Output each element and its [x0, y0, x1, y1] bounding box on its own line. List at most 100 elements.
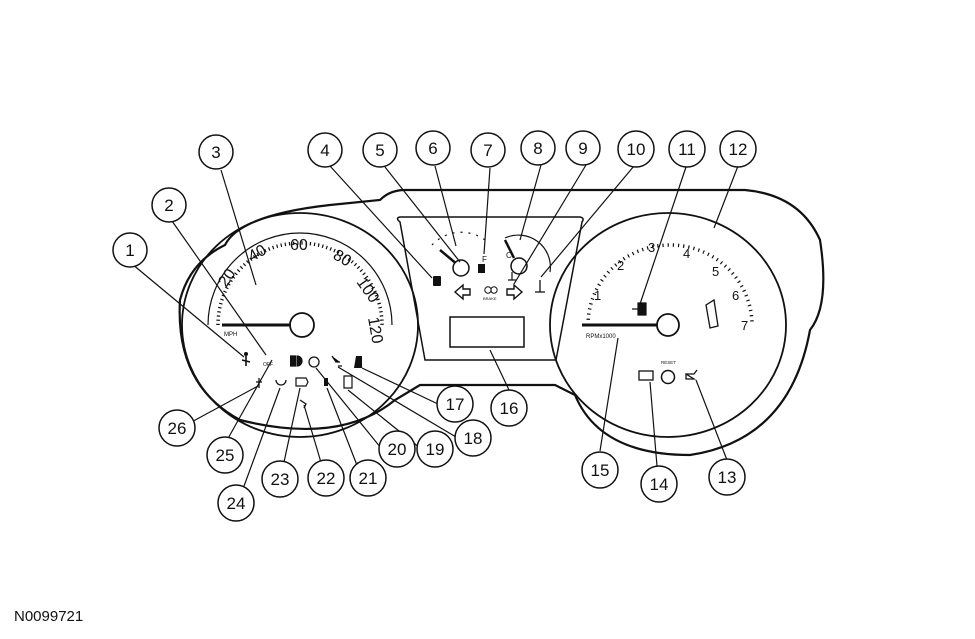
callout-26: 26: [158, 409, 196, 447]
low-fuel-warning-icon: [632, 302, 647, 316]
left-warning-row-1: OFF: [241, 352, 362, 368]
svg-text:25: 25: [216, 446, 235, 465]
callout-2: 2: [151, 187, 187, 223]
tach-tick-3: 3: [648, 240, 655, 255]
safety-belt-passenger-icon: [343, 375, 353, 389]
svg-text:6: 6: [428, 139, 437, 158]
fuel-full-label: F: [482, 255, 487, 264]
tachometer-outer-ring: [549, 212, 787, 438]
callout-16: 16: [490, 389, 528, 427]
brake-system-icon: [308, 356, 320, 368]
svg-text:1: 1: [125, 241, 134, 260]
svg-text:13: 13: [718, 468, 737, 487]
speed-tick-100: 100: [353, 275, 382, 307]
tachometer-hub: [656, 313, 680, 337]
tach-tick-1: 1: [594, 288, 601, 303]
tachometer-ticks: 1 2 3 4 5 6 7 RPMx1000: [586, 240, 748, 340]
svg-text:22: 22: [317, 469, 336, 488]
speed-tick-60: 60: [290, 237, 308, 254]
right-turn-arrow-icon: [506, 283, 524, 301]
callout-24: 24: [217, 484, 255, 522]
callout-12: 12: [719, 130, 757, 168]
svg-text:11: 11: [678, 140, 696, 159]
callout-14: 14: [640, 465, 678, 503]
check-engine-icon: [295, 377, 309, 387]
callout-11: 11: [668, 130, 706, 168]
svg-text:17: 17: [446, 395, 465, 414]
reset-label: RESET: [661, 360, 676, 365]
callout-5: 5: [362, 132, 398, 168]
svg-text:12: 12: [729, 140, 748, 159]
callout-3: 3: [198, 134, 234, 170]
callout-8: 8: [520, 130, 556, 166]
svg-text:14: 14: [650, 475, 669, 494]
svg-text:19: 19: [426, 440, 445, 459]
temp-gauge-needle: [503, 239, 516, 259]
overdrive-off-icon: [324, 378, 328, 386]
temp-cold-label: C: [506, 251, 512, 260]
thermometer-icon-small: [508, 272, 516, 281]
fuel-door-icon: [433, 276, 441, 286]
speed-tick-120: 120: [364, 316, 385, 345]
message-center-display: [449, 316, 525, 348]
svg-text:24: 24: [227, 494, 246, 513]
callout-15: 15: [581, 451, 619, 489]
tire-pressure-warning-icon: [275, 379, 287, 386]
callout-9: 9: [565, 130, 601, 166]
tach-tick-4: 4: [683, 246, 690, 261]
svg-text:20: 20: [388, 440, 407, 459]
center-panel: [396, 216, 584, 361]
door-ajar-icon: [354, 356, 362, 368]
oil-pressure-warning-icon: [685, 369, 698, 380]
speedometer-inner-rim: [207, 232, 393, 326]
tachometer-tick-arc: [586, 243, 754, 326]
callout-25: 25: [206, 436, 244, 474]
svg-text:9: 9: [578, 139, 587, 158]
speed-unit: MPH: [224, 332, 237, 338]
reset-button[interactable]: [660, 369, 676, 385]
svg-text:4: 4: [320, 141, 329, 160]
tach-tick-6: 6: [732, 288, 739, 303]
speedometer-hub: [289, 312, 315, 338]
traction-control-icon: [331, 355, 342, 367]
airbag-off-label: OFF: [263, 362, 273, 368]
tach-tick-5: 5: [712, 264, 719, 279]
brake-label: BRAKE: [483, 296, 497, 301]
tach-tick-7: 7: [741, 318, 748, 333]
svg-text:3: 3: [211, 143, 220, 162]
callout-4: 4: [307, 132, 343, 168]
fuel-gauge-hub: [452, 259, 470, 277]
headlamp-high-beam-icon: [290, 355, 303, 367]
callout-23: 23: [261, 460, 299, 498]
svg-text:18: 18: [464, 429, 483, 448]
callout-22: 22: [307, 459, 345, 497]
svg-text:7: 7: [483, 141, 492, 160]
svg-text:5: 5: [375, 141, 384, 160]
svg-text:26: 26: [168, 419, 187, 438]
svg-text:23: 23: [271, 470, 290, 489]
speedometer-tick-arc: [216, 241, 384, 326]
fuel-gauge-arc: [431, 231, 486, 246]
figure-id: N0099721: [14, 608, 84, 625]
callout-20: 20: [378, 430, 416, 468]
callout-1: 1: [112, 232, 148, 268]
speed-tick-20: 20: [215, 266, 239, 290]
callout-6: 6: [415, 130, 451, 166]
svg-text:2: 2: [164, 196, 173, 215]
speed-tick-40: 40: [246, 242, 270, 266]
callout-17: 17: [436, 385, 474, 423]
coolant-temp-warning-icon: [535, 280, 545, 293]
callout-7: 7: [470, 132, 506, 168]
brake-warning-icon: BRAKE: [483, 286, 498, 301]
temp-gauge-arc: [504, 234, 551, 273]
fuel-pump-icon: [478, 264, 485, 273]
svg-text:21: 21: [359, 469, 378, 488]
tach-unit: RPMx1000: [586, 334, 616, 340]
svg-text:10: 10: [627, 140, 646, 159]
callout-18: 18: [454, 419, 492, 457]
leader-lines: [131, 164, 739, 498]
callout-10: 10: [617, 130, 655, 168]
speed-tick-80: 80: [330, 247, 354, 271]
callout-19: 19: [416, 430, 454, 468]
